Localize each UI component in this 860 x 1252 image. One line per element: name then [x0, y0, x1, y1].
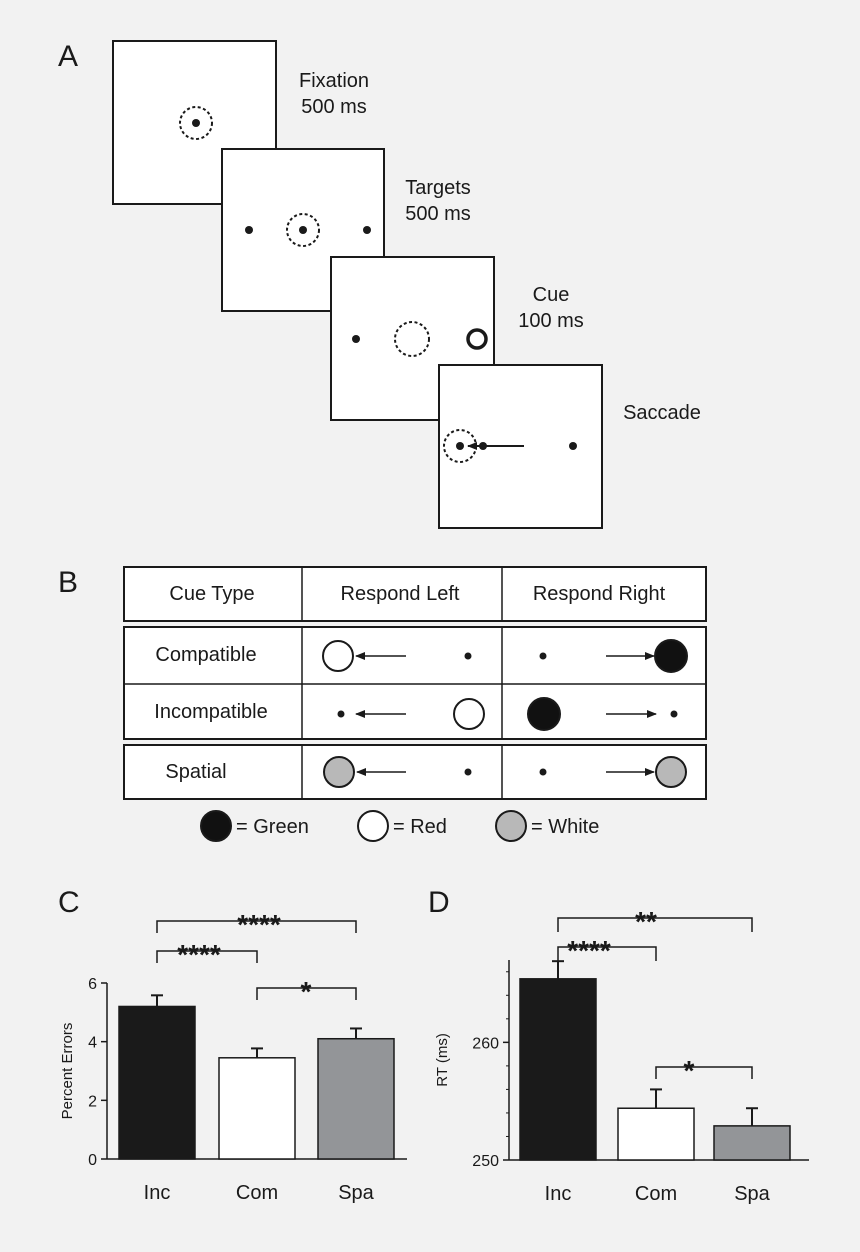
screen-duration: 500 ms — [405, 203, 471, 225]
red-cue-icon — [453, 698, 485, 730]
legend-red-icon — [357, 810, 389, 842]
y-tick-label: 250 — [472, 1153, 499, 1170]
screen-title: Cue — [533, 284, 570, 306]
table-row: Compatible — [155, 639, 688, 673]
x-category-label: Com — [635, 1183, 677, 1205]
fixation-point-icon — [192, 119, 200, 127]
target-dot-icon — [539, 768, 547, 776]
y-tick-label: 4 — [88, 1035, 97, 1052]
target-dot-icon — [539, 652, 547, 660]
legend-green-icon — [200, 810, 232, 842]
significance-stars: **** — [567, 935, 611, 966]
significance-bracket — [256, 987, 357, 1000]
y-tick-label: 2 — [88, 1093, 97, 1110]
screen-title: Saccade — [623, 402, 701, 424]
panel-b: B Cue Type Respond Left Respond Right Co… — [58, 566, 707, 842]
legend-red-label: = Red — [393, 816, 447, 838]
table-body-cues: Compatible Incompatible — [123, 626, 707, 740]
target-dot-icon — [337, 710, 345, 718]
significance-bracket — [156, 950, 258, 963]
header-respond-left: Respond Left — [341, 583, 460, 605]
white-cue-icon — [655, 756, 687, 788]
header-frame — [123, 566, 707, 622]
screen-duration: 500 ms — [301, 96, 367, 118]
color-legend: = Green = Red = White — [200, 810, 599, 842]
bar-spa — [713, 1125, 791, 1161]
significance-stars: **** — [237, 909, 281, 940]
header-cue-type: Cue Type — [169, 583, 254, 605]
y-tick-label: 0 — [88, 1152, 97, 1169]
target-dot-icon — [670, 710, 678, 718]
row-label-compatible: Compatible — [155, 644, 256, 666]
bar-com — [218, 1057, 296, 1160]
x-category-label: Inc — [545, 1183, 572, 1205]
target-dot-icon — [352, 335, 360, 343]
x-category-label: Spa — [734, 1183, 770, 1205]
table-row: Spatial — [165, 756, 687, 788]
fixation-window-icon — [394, 321, 430, 357]
row-label-incompatible: Incompatible — [154, 701, 267, 723]
green-cue-icon — [527, 697, 561, 731]
panel-d-letter: D — [428, 886, 450, 919]
body-frame — [123, 626, 707, 740]
panel-c-letter: C — [58, 886, 80, 919]
significance-stars: * — [684, 1055, 695, 1086]
header-respond-right: Respond Right — [533, 583, 666, 605]
row-label-spatial: Spatial — [165, 761, 226, 783]
y-axis-label: Percent Errors — [59, 1023, 76, 1120]
bar-com — [617, 1107, 695, 1161]
significance-bracket — [156, 920, 357, 933]
bar-inc — [118, 1005, 196, 1160]
y-tick-label: 6 — [88, 976, 97, 993]
table-row: Incompatible — [154, 697, 678, 731]
panel-b-letter: B — [58, 566, 78, 599]
bar-spa — [317, 1037, 395, 1160]
bar-inc — [519, 978, 597, 1161]
target-dot-icon — [456, 442, 464, 450]
fixation-window-icon — [286, 213, 320, 247]
screen-title: Fixation — [299, 70, 369, 92]
red-cue-icon — [322, 640, 354, 672]
y-axis-label: RT (ms) — [434, 1033, 451, 1087]
y-tick-label: 260 — [472, 1035, 499, 1052]
significance-bracket — [557, 917, 753, 932]
significance-bracket — [557, 946, 657, 961]
target-dot-icon — [464, 652, 472, 660]
significance-stars: * — [301, 976, 312, 1007]
x-category-label: Inc — [144, 1182, 171, 1204]
white-cue-icon — [323, 756, 355, 788]
target-dot-icon — [363, 226, 371, 234]
cue-ring-icon — [466, 328, 488, 350]
legend-white-icon — [495, 810, 527, 842]
target-dot-icon — [245, 226, 253, 234]
screen-saccade: Saccade — [438, 364, 701, 529]
x-category-label: Spa — [338, 1182, 374, 1204]
significance-stars: ** — [635, 906, 657, 937]
legend-green-label: = Green — [236, 816, 309, 838]
screen-fixation: Fixation 500 ms — [112, 40, 369, 205]
screen-title: Targets — [405, 177, 471, 199]
significance-stars: **** — [177, 939, 221, 970]
panel-a-letter: A — [58, 40, 78, 73]
table-header: Cue Type Respond Left Respond Right — [123, 566, 707, 622]
eye-position-icon — [479, 442, 487, 450]
screen-duration: 100 ms — [518, 310, 584, 332]
significance-bracket — [655, 1066, 753, 1079]
green-cue-icon — [654, 639, 688, 673]
legend-white-label: = White — [531, 816, 599, 838]
panel-a: A Fixation 500 ms Targets 500 ms Cue — [58, 40, 701, 529]
x-category-label: Com — [236, 1182, 278, 1204]
fixation-point-icon — [299, 226, 307, 234]
target-dot-icon — [569, 442, 577, 450]
target-dot-icon — [464, 768, 472, 776]
table-body-spatial: Spatial — [123, 744, 707, 800]
fixation-window-icon — [179, 106, 213, 140]
